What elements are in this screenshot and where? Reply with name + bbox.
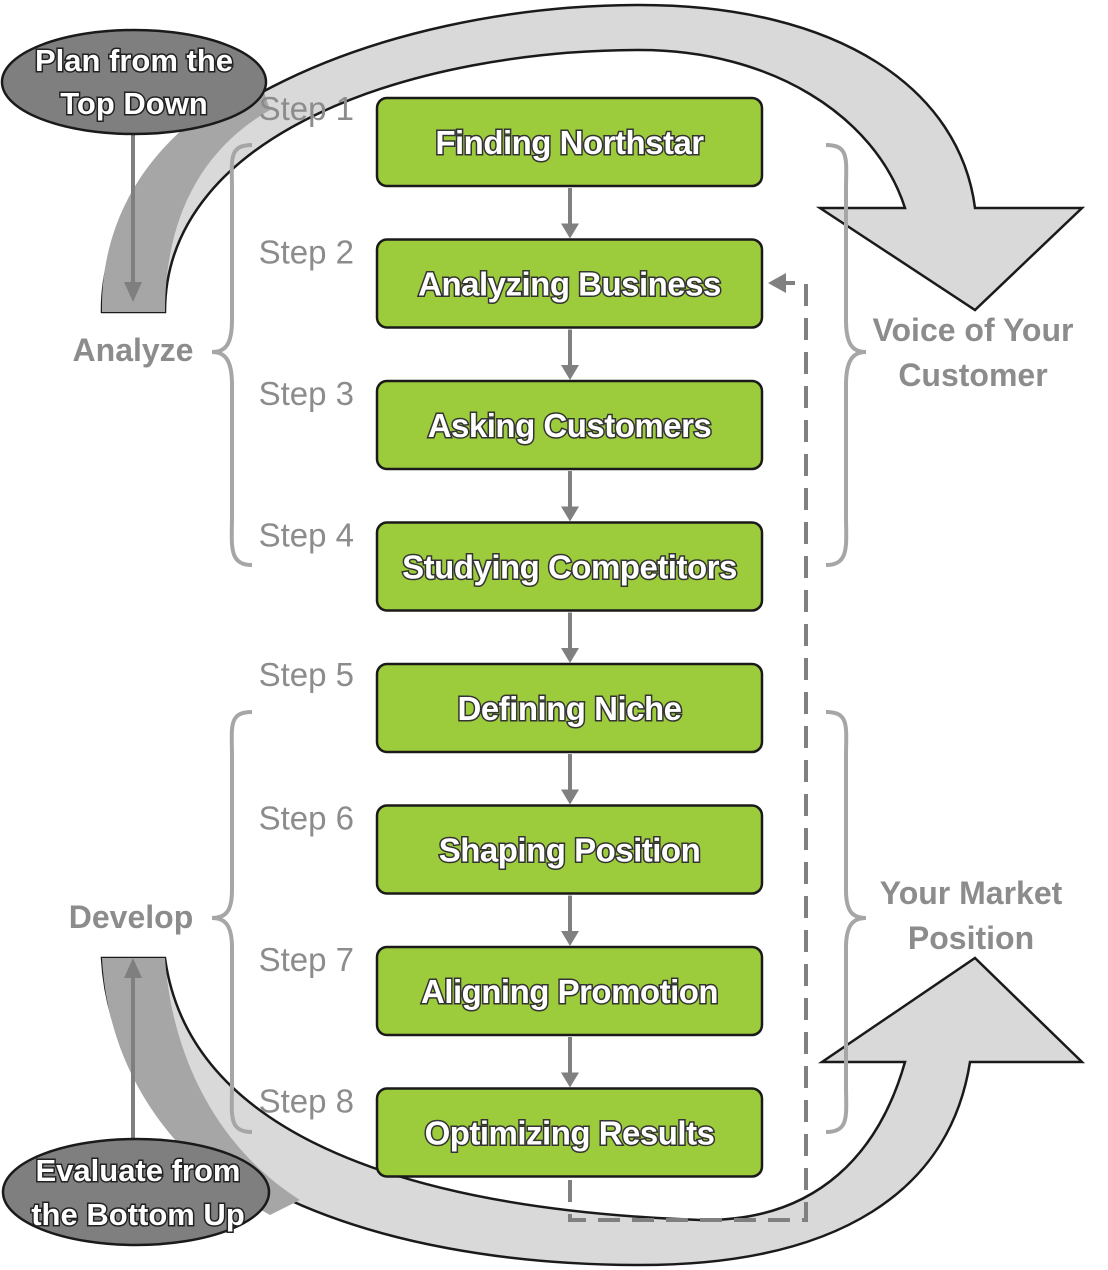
connector-arrow-icon (561, 648, 579, 663)
step-8: Optimizing Results Step 8 (259, 1083, 764, 1178)
bottom-oval-line2: the Bottom Up (31, 1197, 245, 1232)
connector-arrow-icon (561, 365, 579, 380)
step-number-label: Step 8 (259, 1083, 354, 1120)
step-box-label: Aligning Promotion (421, 973, 718, 1010)
bottom-oval-line1: Evaluate from (35, 1153, 240, 1188)
connector-arrow-icon (561, 506, 579, 522)
up-arrow-icon (124, 958, 142, 978)
connector-arrow-icon (561, 789, 579, 805)
step-box-label: Defining Niche (457, 690, 681, 727)
step-box-label: Studying Competitors (402, 549, 737, 586)
connector-arrow-icon (561, 931, 579, 946)
step-box-label: Asking Customers (428, 407, 712, 444)
voice-bracket (825, 143, 867, 567)
step-box-label: Optimizing Results (425, 1115, 715, 1152)
voice-label-line1: Voice of Your (873, 312, 1074, 348)
step-number-label: Step 1 (259, 90, 354, 127)
step-box (375, 662, 764, 754)
develop-bracket (211, 710, 253, 1134)
top-oval (0, 28, 268, 136)
top-curved-arrow-shade (101, 80, 270, 312)
step-box (375, 238, 764, 329)
feedback-arrow-icon (768, 273, 786, 293)
step-box (375, 1087, 764, 1178)
connector-arrows (561, 188, 579, 1088)
step-3: Asking Customers Step 3 (259, 375, 764, 471)
market-label-line1: Your Market (880, 875, 1063, 911)
step-box-label: Shaping Position (439, 832, 701, 869)
step-2: Analyzing Business Step 2 (259, 234, 764, 329)
step-box (375, 521, 764, 612)
voice-label-line2: Customer (898, 357, 1047, 393)
bottom-curved-arrow-shade (102, 958, 300, 1215)
step-box (375, 804, 764, 895)
step-number-label: Step 4 (259, 517, 354, 554)
develop-label: Develop (69, 899, 193, 935)
step-number-label: Step 3 (259, 375, 354, 412)
top-oval-line2: Top Down (60, 86, 208, 121)
feedback-dashed-line (568, 281, 808, 1222)
step-box-label: Analyzing Business (418, 266, 721, 303)
step-number-label: Step 5 (259, 656, 354, 693)
analyze-bracket (211, 143, 253, 567)
bottom-oval (1, 1137, 271, 1247)
step-4: Studying Competitors Step 4 (259, 517, 764, 612)
step-number-label: Step 2 (259, 234, 354, 271)
connector-arrow-icon (561, 1072, 579, 1088)
step-box (375, 96, 764, 188)
step-box-label: Finding Northstar (435, 124, 704, 161)
step-6: Shaping Position Step 6 (259, 800, 764, 895)
step-box (375, 379, 764, 471)
step-5: Defining Niche Step 5 (259, 656, 764, 754)
step-7: Aligning Promotion Step 7 (259, 941, 764, 1037)
step-number-label: Step 7 (259, 941, 354, 978)
top-oval-line1: Plan from the (35, 43, 233, 78)
step-1: Finding Northstar Step 1 (259, 90, 764, 188)
connector-arrow-icon (561, 223, 579, 239)
step-number-label: Step 6 (259, 800, 354, 837)
step-box (375, 945, 764, 1037)
market-bracket (825, 710, 867, 1134)
step-boxes: Finding Northstar Step 1 Analyzing Busines… (259, 90, 764, 1178)
market-label-line2: Position (908, 920, 1034, 956)
analyze-label: Analyze (73, 332, 194, 368)
down-arrow-icon (124, 282, 142, 302)
top-curved-arrow (100, 3, 1086, 314)
